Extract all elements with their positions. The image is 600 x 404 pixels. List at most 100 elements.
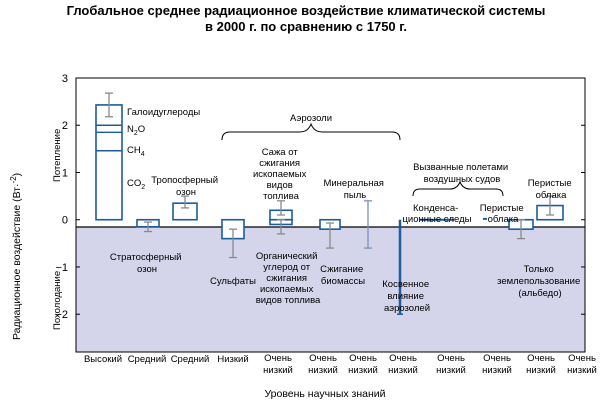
aviation-brace (412, 180, 504, 197)
cooling-label: Похолодание (52, 271, 63, 330)
level-label: Средний (128, 354, 167, 365)
label-biomass-line-1: Сжигание (320, 264, 363, 275)
level-label: Высокий (84, 354, 122, 365)
label-trop-ozone-line-2: озон (176, 187, 196, 198)
label-land-use-line-2: землепользование (497, 276, 580, 287)
level-label-word: Очень (568, 353, 596, 364)
level-label-word: Очень (309, 353, 337, 364)
label-soot: Сажа от сжигания ископаемых видов топлив… (253, 147, 309, 202)
level-label-word: низкий (482, 365, 512, 376)
level-label-word: Средний (171, 354, 210, 365)
y-tick-label: 3 (62, 73, 68, 85)
label-solar-line-1: Перистые (528, 178, 572, 189)
bar-contrails (420, 218, 454, 221)
label-soot-line-5: топлива (263, 191, 299, 202)
chart-title-line-1: Глобальное среднее радиационное воздейст… (67, 3, 546, 18)
level-label-word: Очень (264, 353, 292, 364)
label-co2-sub: 2 (141, 184, 145, 191)
label-aviation-cirrus-line-2: облака (488, 214, 519, 225)
y-tick-label: 2 (62, 120, 68, 132)
label-aviation-cirrus: Перистые облака (480, 203, 527, 225)
plot-frame (75, 77, 586, 353)
level-label-word: низкий (308, 365, 338, 376)
label-sulphates: Сульфаты (210, 276, 256, 287)
level-label-word: низкий (436, 365, 466, 376)
label-org-carbon-line-2: углерод от (263, 262, 310, 273)
label-n2o-sub: 2 (134, 130, 138, 137)
label-aviation: Вызванные полетами воздушных судов (413, 162, 511, 185)
label-halocarbons: Галоидуглероды (127, 107, 200, 118)
label-strat-ozone-line-2: озон (137, 264, 157, 275)
label-indirect: Косвенное влияние аэрозолей (382, 279, 432, 314)
label-co2-main: CO (127, 178, 141, 189)
y-tick-label: 0 (62, 215, 68, 227)
label-org-carbon-line-1: Органический (256, 251, 318, 262)
label-indirect-line-3: аэрозолей (384, 303, 430, 314)
level-label-word: Средний (128, 354, 167, 365)
label-trop-ozone: Тропосферный озон (151, 175, 220, 198)
level-label-word: низкий (526, 365, 556, 376)
y-axis-label-main: Радиационное воздействие (Вт· (11, 183, 23, 340)
label-aviation-line-2: воздушных судов (424, 174, 501, 185)
label-co2: CO2 (127, 178, 145, 191)
level-label: Средний (171, 354, 210, 365)
level-label-word: низкий (348, 365, 378, 376)
label-solar: Перистые облака (528, 178, 575, 201)
x-axis-label: Уровень научных знаний (264, 388, 385, 400)
label-solar-line-2: облака (536, 190, 567, 201)
y-tick-label: −2 (55, 309, 68, 321)
bar-ghg (95, 104, 123, 221)
label-org-carbon-line-5: видов топлива (256, 295, 321, 306)
level-label-word: Очень (389, 353, 417, 364)
label-contrails: Конденса- ционные следы (402, 203, 471, 225)
level-label-word: Очень (527, 353, 555, 364)
aerosols-brace (221, 122, 401, 141)
label-ch4-main: CH (127, 145, 141, 156)
label-indirect-line-1: Косвенное (382, 279, 429, 290)
label-ch4: CH4 (127, 145, 145, 158)
label-land-use-line-1: Только (524, 264, 554, 275)
label-soot-line-4: видов (267, 180, 293, 191)
level-label-word: Очень (349, 353, 377, 364)
level-label-word: Очень (437, 353, 465, 364)
label-mineral-dust: Минеральная пыль (323, 178, 386, 201)
label-contrails-line-1: Конденса- (413, 203, 458, 214)
label-land-use: Только землепользование (альбедо) (497, 264, 583, 299)
label-org-carbon: Органический углерод от сжигания ископае… (256, 251, 321, 306)
label-mineral-dust-line-1: Минеральная (323, 178, 383, 189)
label-aerosols: Аэрозоли (290, 113, 332, 124)
y-axis-label-end: ) (11, 173, 23, 177)
label-soot-line-3: ископаемых (253, 169, 307, 180)
label-biomass: Сжигание биомассы (320, 264, 366, 287)
label-ch4-sub: 4 (141, 151, 145, 158)
level-label-word: Низкий (217, 354, 248, 365)
label-n2o-end: O (138, 124, 145, 135)
label-indirect-line-2: влияние (387, 291, 424, 302)
label-aviation-line-1: Вызванные полетами (413, 162, 508, 173)
label-strat-ozone: Стратосферный озон (110, 252, 184, 275)
level-label-word: низкий (388, 365, 418, 376)
bar-cirrus (483, 217, 487, 220)
label-n2o: N2O (127, 124, 145, 137)
label-contrails-line-2: ционные следы (402, 214, 471, 225)
label-biomass-line-2: биомассы (321, 276, 365, 287)
label-land-use-line-3: (альбедо) (518, 288, 561, 299)
label-soot-line-2: сжигания (259, 158, 300, 169)
label-n2o-main: N (127, 124, 134, 135)
label-soot-line-1: Сажа от (262, 147, 299, 158)
y-axis-label-exponent: -2 (9, 176, 18, 184)
level-label-word: Очень (483, 353, 511, 364)
level-label-word: низкий (567, 365, 597, 376)
y-axis-label: Радиационное воздействие (Вт·-2) (9, 173, 23, 340)
chart-title-line-2: в 2000 г. по сравнению с 1750 г. (205, 19, 407, 34)
label-trop-ozone-line-1: Тропосферный (151, 175, 218, 186)
y-tick-label: 1 (62, 167, 68, 179)
level-label-word: Высокий (84, 354, 122, 365)
